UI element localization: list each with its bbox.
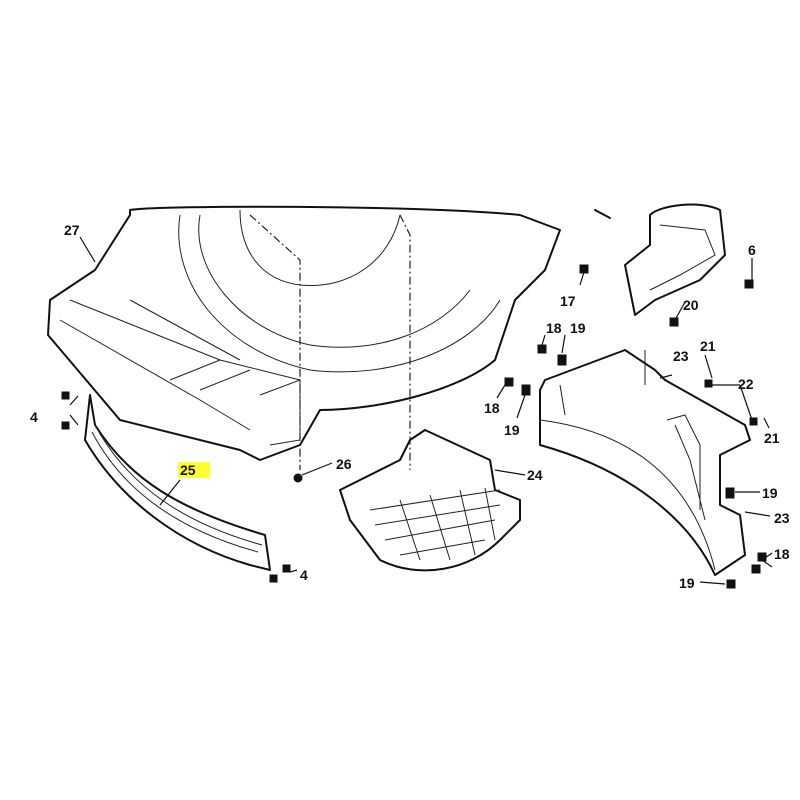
bolt-icon — [669, 317, 679, 327]
screw-icon — [282, 564, 291, 573]
callout-23: 23 — [774, 510, 790, 526]
callout-18: 18 — [774, 546, 790, 562]
washer-icon — [749, 417, 758, 426]
bolt-icon — [293, 473, 303, 483]
callout-24: 24 — [527, 467, 543, 483]
leader-lines — [69, 236, 773, 585]
callout-21: 21 — [700, 338, 716, 354]
screw-icon — [504, 377, 514, 387]
handle-bracket-part — [594, 203, 726, 316]
screw-icon — [537, 344, 547, 354]
deflector-strip-part-25 — [84, 394, 271, 571]
callout-23: 23 — [673, 348, 689, 364]
mower-deck-part — [47, 205, 561, 461]
callout-20: 20 — [683, 297, 699, 313]
washer-icon — [704, 379, 713, 388]
screw-icon — [269, 574, 278, 583]
callout-25-highlighted: 25 — [178, 462, 210, 478]
bolt-icon — [744, 279, 754, 289]
screw-icon — [751, 564, 761, 574]
callout-4: 4 — [30, 409, 38, 425]
callout-21: 21 — [764, 430, 780, 446]
mulch-grille-part-24 — [339, 429, 521, 572]
hardware-fasteners — [61, 264, 767, 589]
nut-icon — [579, 264, 589, 274]
callout-19: 19 — [504, 422, 520, 438]
callout-22: 22 — [738, 376, 754, 392]
callout-19: 19 — [570, 320, 586, 336]
callout-27: 27 — [64, 222, 80, 238]
callout-26: 26 — [336, 456, 352, 472]
callout-17: 17 — [560, 293, 576, 309]
clip-icon — [726, 579, 736, 589]
screw-icon — [61, 391, 70, 400]
callout-18: 18 — [546, 320, 562, 336]
discharge-chute-part-23 — [539, 349, 751, 576]
callout-18: 18 — [484, 400, 500, 416]
callout-6: 6 — [748, 242, 756, 258]
screw-icon — [61, 421, 70, 430]
callout-4: 4 — [300, 567, 308, 583]
callout-19: 19 — [679, 575, 695, 591]
clip-icon — [521, 384, 531, 396]
clip-icon — [557, 354, 567, 366]
callout-19: 19 — [762, 485, 778, 501]
clip-icon — [725, 487, 735, 499]
